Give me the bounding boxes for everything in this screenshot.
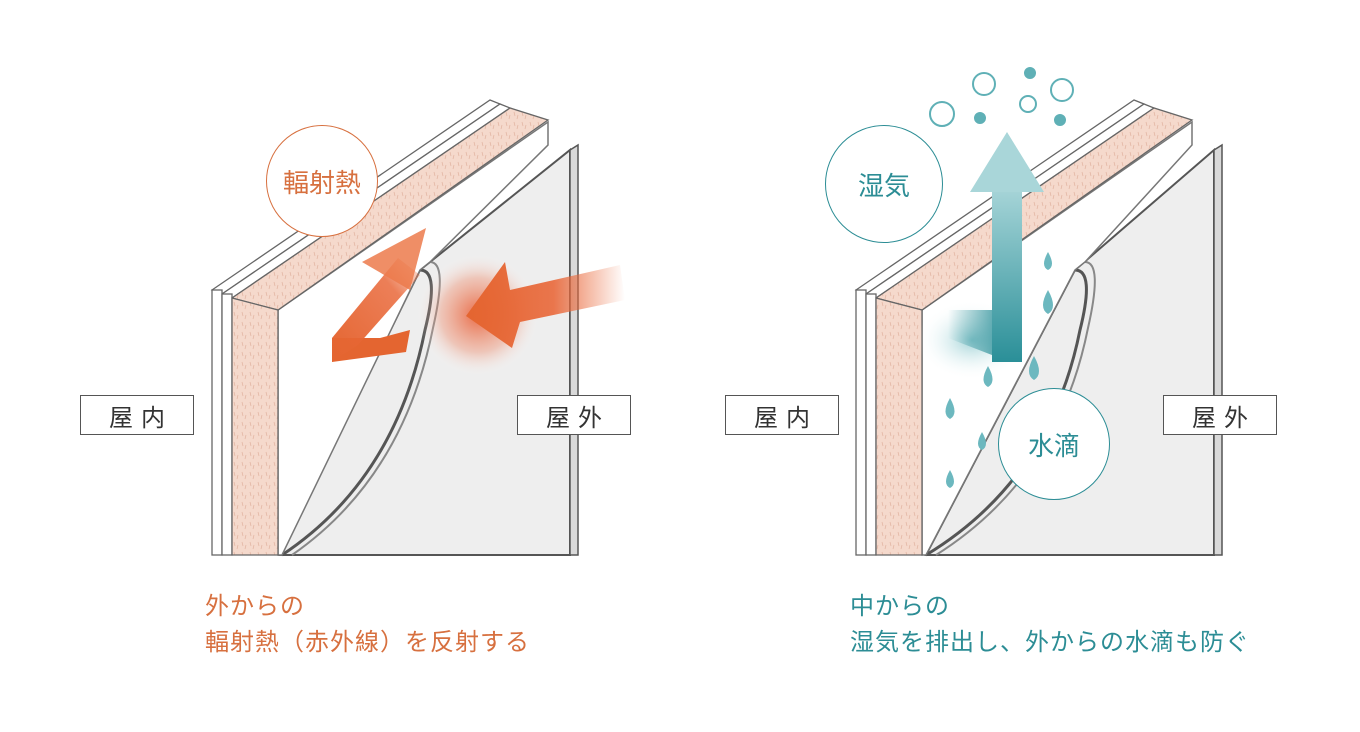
- wall-side-layers: [855, 289, 923, 556]
- outdoor-label-text: 屋外: [1192, 403, 1256, 432]
- indoor-label: 屋内: [80, 395, 194, 435]
- outdoor-label: 屋外: [517, 395, 631, 435]
- heat-caption-line1: 外からの: [205, 592, 305, 620]
- water-drop-text: 水滴: [1027, 431, 1080, 462]
- heat-caption-line2: 輻射熱（赤外線）を反射する: [205, 628, 530, 656]
- insulation-layer: [231, 297, 279, 556]
- water-drop-circle: 水滴: [998, 388, 1110, 500]
- indoor-label: 屋内: [725, 395, 839, 435]
- humidity-text: 湿気: [857, 171, 910, 202]
- radiant-heat-circle: 輻射熱: [266, 125, 378, 237]
- humidity-circle: 湿気: [825, 125, 943, 243]
- indoor-label-text: 屋内: [754, 403, 818, 432]
- heat-wall-diagram: [210, 99, 625, 557]
- wall-side-layers: [211, 289, 279, 556]
- radiant-heat-text: 輻射熱: [282, 168, 361, 199]
- outdoor-label: 屋外: [1163, 395, 1277, 435]
- outdoor-label-text: 屋外: [546, 403, 610, 432]
- moisture-caption-line1: 中からの: [850, 592, 950, 620]
- heat-reflection-panel: 輻射熱 屋内 屋外 外からの 輻射熱（赤外線）を反射する: [80, 99, 631, 660]
- reflected-heat-arrow: [332, 228, 426, 362]
- insulation-layer: [875, 297, 923, 556]
- water-droplets: [945, 252, 1053, 488]
- moisture-panel: 湿気 水滴 屋内 屋外 中からの 湿気を排出し、外からの水滴も防ぐ: [680, 0, 1360, 732]
- heat-caption: 外からの 輻射熱（赤外線）を反射する: [205, 588, 530, 660]
- vapor-bubbles: [929, 67, 1074, 127]
- moisture-caption-line2: 湿気を排出し、外からの水滴も防ぐ: [850, 628, 1250, 656]
- indoor-label-text: 屋内: [109, 403, 173, 432]
- moisture-caption: 中からの 湿気を排出し、外からの水滴も防ぐ: [850, 588, 1250, 660]
- vapor-arrow: [948, 132, 1044, 362]
- incoming-heat-arrow: [466, 262, 625, 348]
